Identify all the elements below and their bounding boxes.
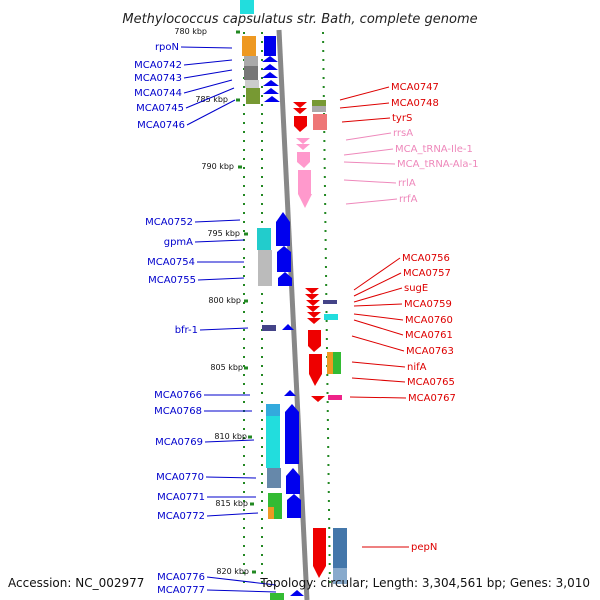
label-mca0752: MCA0752 [145,217,193,228]
label-mca0743: MCA0743 [134,73,182,84]
label-mca0746: MCA0746 [137,120,185,131]
label-trna-ala: MCA_tRNA-Ala-1 [397,159,479,170]
scale-line-far-right [322,31,331,591]
label-mca0777: MCA0777 [157,585,205,596]
label-mca0776: MCA0776 [157,572,205,583]
footer-summary: Topology: circular; Length: 3,304,561 bp… [259,576,590,590]
tick-790: 790 kbp [201,162,234,171]
genome-backbone [276,29,310,600]
gene-block-bottom [270,593,284,600]
label-gpmA: gpmA [164,237,193,248]
gene-block-mca0771 [268,493,282,507]
left-track-genes [240,0,304,600]
tick-780: 780 kbp [174,27,207,36]
label-rpoN: rpoN [155,42,179,53]
right-connectors [339,86,409,548]
gene-block-mca0772 [268,507,274,519]
label-mca0769: MCA0769 [155,437,203,448]
gene-block-mca0759 [323,300,337,304]
label-mca0757: MCA0757 [403,268,451,279]
gene-block-top-cyan [240,0,254,14]
gene-block-mca0742 [244,56,258,66]
gene-block-mca0745 [246,88,260,104]
gene-block-nifA-b [333,352,341,374]
gene-block-mca0769 [266,416,280,468]
gene-block-mca0767 [328,395,342,400]
gene-block-mca0748 [312,106,326,112]
gene-block-pepN [333,528,347,568]
map-title: Methylococcus capsulatus str. Bath, comp… [122,12,477,27]
label-mca0767: MCA0767 [408,393,456,404]
gene-block-mca0772b [274,507,282,519]
gene-block-gpmA [257,228,271,250]
gene-block-mca0770 [267,468,281,488]
label-mca0763: MCA0763 [406,346,454,357]
gene-block-nifA [327,352,333,374]
gene-block-mca0747 [312,100,326,106]
label-rrlA: rrlA [398,178,416,189]
gene-block-bfr1 [262,325,276,331]
tick-785: 785 kbp [195,95,228,104]
gene-block-mca0743 [244,66,258,80]
label-nifA: nifA [407,362,427,373]
gene-block-rpoN [242,36,256,56]
label-bfr1: bfr-1 [175,325,198,336]
label-trna-ile: MCA_tRNA-Ile-1 [395,144,473,155]
label-mca0759: MCA0759 [404,299,452,310]
label-mca0760: MCA0760 [405,315,453,326]
label-mca0744: MCA0744 [134,88,182,99]
footer-accession: Accession: NC_002977 [8,576,144,590]
left-connectors [180,46,277,593]
label-mca0766: MCA0766 [154,390,202,401]
gene-block-mca0760 [324,314,338,320]
gene-block-tyrS [313,114,327,130]
label-mca0742: MCA0742 [134,60,182,71]
scale-ticks: 780 kbp 785 kbp 790 kbp 795 kbp 800 kbp … [174,27,256,576]
label-rrfA: rrfA [399,194,418,205]
label-sugE: sugE [404,283,428,294]
tick-815: 815 kbp [215,499,248,508]
gene-block-mca0754 [258,250,272,286]
right-track-genes [293,100,347,584]
label-rrsA: rrsA [393,128,413,139]
footer-bg-left [4,572,152,592]
label-mca0754: MCA0754 [147,257,195,268]
tick-795: 795 kbp [207,229,240,238]
label-mca0755: MCA0755 [148,275,196,286]
left-labels: rpoN MCA0742 MCA0743 MCA0744 MCA0745 MCA… [134,42,205,596]
label-mca0772: MCA0772 [157,511,205,522]
tick-820: 820 kbp [216,567,249,576]
tick-800: 800 kbp [208,296,241,305]
tick-810: 810 kbp [214,432,247,441]
gene-block-mca0768 [266,404,280,416]
gene-block-pepN-light [333,568,347,584]
label-mca0771: MCA0771 [157,492,205,503]
label-mca0748: MCA0748 [391,98,439,109]
label-mca0747: MCA0747 [391,82,439,93]
label-mca0765: MCA0765 [407,377,455,388]
label-pepN: pepN [411,542,437,553]
label-mca0761: MCA0761 [405,330,453,341]
label-mca0770: MCA0770 [156,472,204,483]
label-mca0768: MCA0768 [154,406,202,417]
right-labels: MCA0747 MCA0748 tyrS rrsA MCA_tRNA-Ile-1… [391,82,479,553]
tick-805: 805 kbp [210,363,243,372]
label-tyrS: tyrS [392,113,412,124]
label-mca0745: MCA0745 [136,103,184,114]
label-mca0756: MCA0756 [402,253,450,264]
gene-block-mca0744 [245,80,259,88]
